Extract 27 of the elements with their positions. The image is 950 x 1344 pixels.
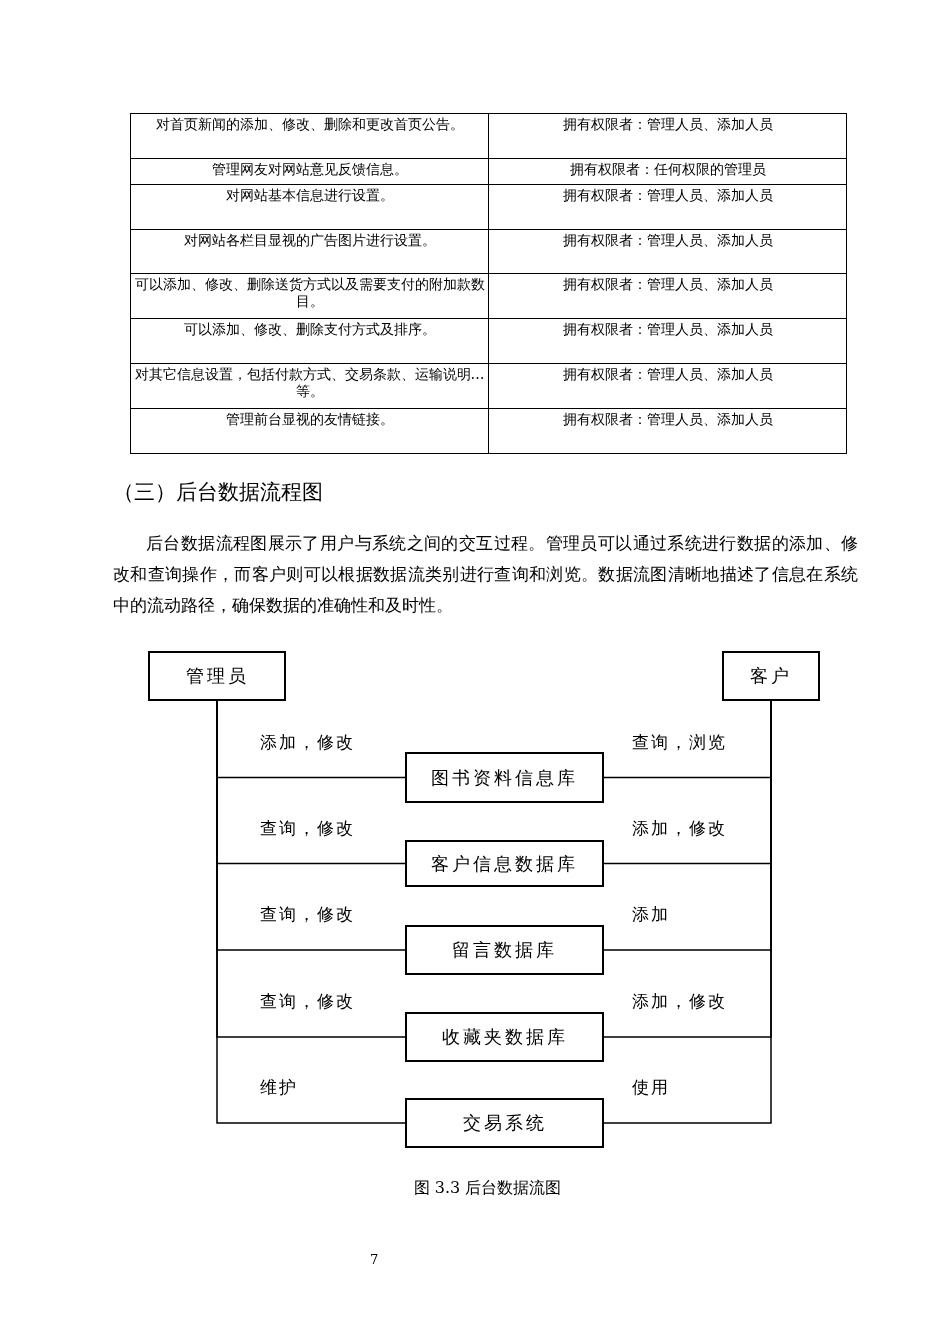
datastore-box: 图书资料信息库 xyxy=(405,752,604,803)
page-number: 7 xyxy=(370,1252,379,1267)
table-cell: 拥有权限者：任何权限的管理员 xyxy=(488,158,847,185)
figure-caption: 图 3.3 后台数据流图 xyxy=(412,1178,563,1199)
actor-box: 管理员 xyxy=(148,651,286,701)
table-cell: 可以添加、修改、删除支付方式及排序。 xyxy=(130,318,489,364)
table-cell: 拥有权限者：管理人员、添加人员 xyxy=(488,184,847,230)
datastore-box: 收藏夹数据库 xyxy=(405,1012,604,1062)
table-cell: 对其它信息设置，包括付款方式、交易条款、运输说明…等。 xyxy=(130,363,489,409)
datastore-box: 客户信息数据库 xyxy=(405,840,604,887)
section-heading: （三）后台数据流程图 xyxy=(113,479,323,506)
table-cell: 管理网友对网站意见反馈信息。 xyxy=(130,158,489,185)
table-cell: 对首页新闻的添加、修改、删除和更改首页公告。 xyxy=(130,113,489,159)
actor-box: 客户 xyxy=(722,651,820,701)
datastore-box: 留言数据库 xyxy=(405,925,604,975)
table-cell: 对网站基本信息进行设置。 xyxy=(130,184,489,230)
datastore-box: 交易系统 xyxy=(405,1098,604,1148)
table-cell: 拥有权限者：管理人员、添加人员 xyxy=(488,113,847,159)
table-cell: 拥有权限者：管理人员、添加人员 xyxy=(488,363,847,409)
table-cell: 拥有权限者：管理人员、添加人员 xyxy=(488,273,847,319)
body-paragraph: 后台数据流程图展示了用户与系统之间的交互过程。管理员可以通过系统进行数据的添加、修改和查询操作，而客户则可以根据数据流类别进行查询和浏览。数据流图清晰地描述了信息在系统中的流动路径，确保数据的准确性和及时性。 xyxy=(113,533,858,617)
table-cell: 拥有权限者：管理人员、添加人员 xyxy=(488,318,847,364)
table-cell: 拥有权限者：管理人员、添加人员 xyxy=(488,408,847,454)
table-cell: 管理前台显视的友情链接。 xyxy=(130,408,489,454)
table-cell: 可以添加、修改、删除送货方式以及需要支付的附加款数目。 xyxy=(130,273,489,319)
table-cell: 拥有权限者：管理人员、添加人员 xyxy=(488,229,847,274)
table-cell: 对网站各栏目显视的广告图片进行设置。 xyxy=(130,229,489,274)
